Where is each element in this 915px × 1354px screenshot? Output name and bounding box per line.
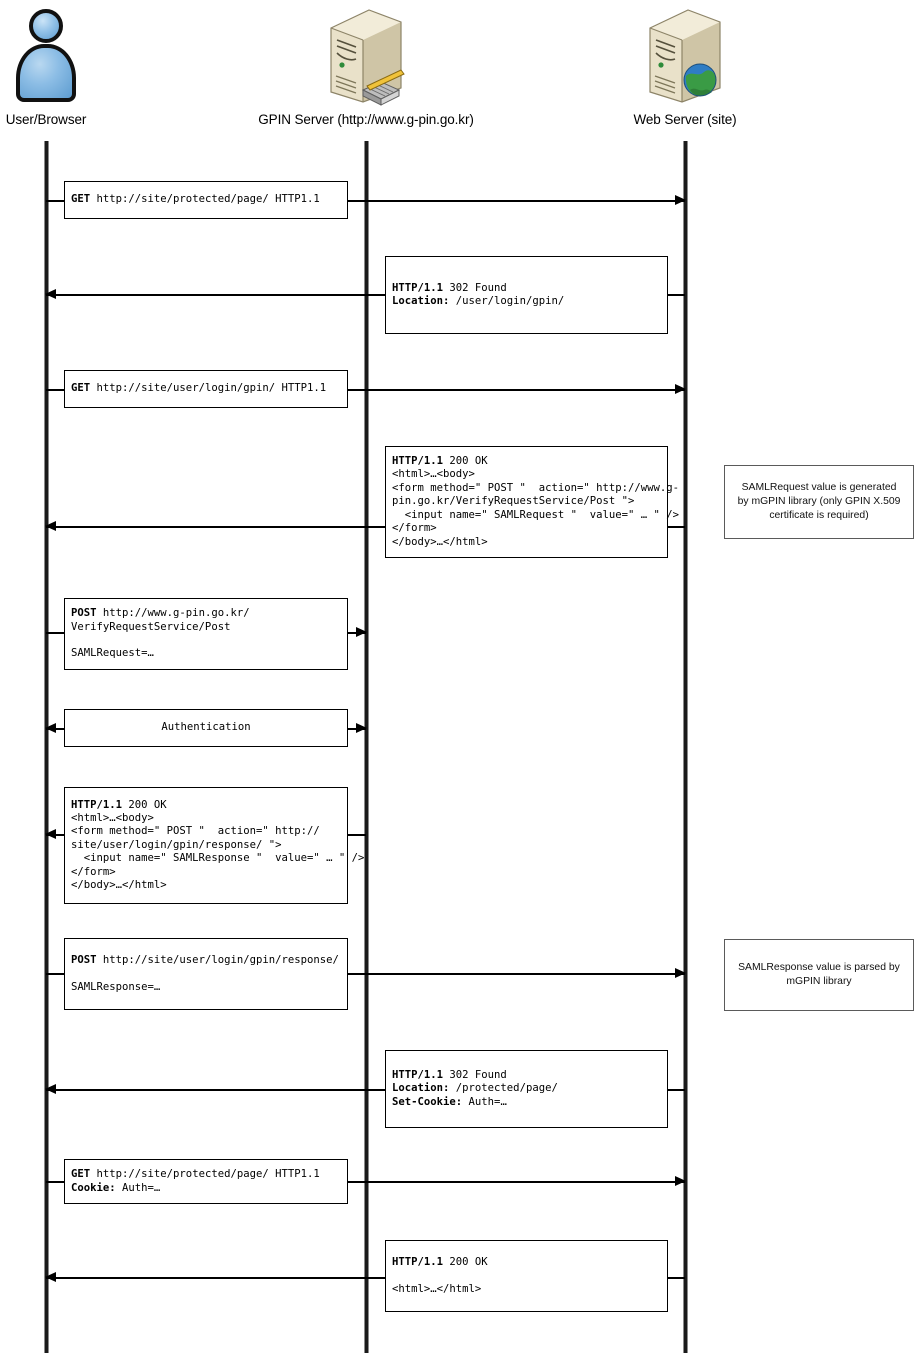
message-line [71,967,341,980]
lifeline-web-server [683,141,688,1353]
user-icon [12,6,80,106]
message-line: <form method=" POST " action=" http:// [71,825,320,838]
message-line: site/user/login/gpin/response/ "> [71,838,282,851]
message-line: HTTP/1.1 200 OK [71,798,167,811]
message-box[interactable]: HTTP/1.1 200 OK <html>…</html> [385,1240,668,1312]
message-line: </form> [392,522,437,535]
message-line-keyword: HTTP/1.1 [392,1068,444,1081]
message-line: HTTP/1.1 200 OK [392,455,488,468]
arrow-m10 [46,1176,686,1187]
message-line: </form> [71,865,116,878]
message-line: POST http://site/user/login/gpin/respons… [71,953,339,966]
message-box[interactable]: HTTP/1.1 200 OK<html>…<body><form method… [385,446,680,558]
message-line: Authentication [161,721,251,734]
note-box: SAMLRequest value is generated by mGPIN … [724,465,914,539]
message-line-keyword: Location: [392,295,450,307]
arrow-m4 [45,521,685,532]
actor-user-label: User/Browser [5,112,87,127]
message-box[interactable]: HTTP/1.1 200 OK<html>…<body><form method… [64,787,365,904]
message-line [392,1269,661,1282]
message-box[interactable]: POST http://www.g-pin.go.kr/VerifyReques… [64,598,348,670]
message-line: POST http://www.g-pin.go.kr/ [71,607,250,620]
message-line: GET http://site/protected/page/ HTTP1.1 [71,1168,320,1181]
message-box[interactable]: GET http://site/protected/page/ HTTP1.1 [64,181,348,219]
message-line: <input name=" SAMLResponse " value=" … "… [71,852,365,865]
message-line-keyword: HTTP/1.1 [392,1255,444,1268]
message-box[interactable]: Authentication [64,709,348,747]
message-line: <html>…</html> [392,1282,482,1295]
message-line-keyword: POST [71,953,97,966]
arrow-m2 [45,289,685,300]
arrow-m1 [46,195,686,206]
arrow-m9 [45,1084,685,1095]
arrow-m11 [45,1272,685,1283]
message-line: pin.go.kr/VerifyRequestService/Post "> [392,495,635,508]
message-line: Cookie: Auth=… [71,1181,161,1194]
message-line [71,634,341,647]
message-line: VerifyRequestService/Post [71,620,231,633]
message-line: GET http://site/user/login/gpin/ HTTP1.1 [71,382,327,395]
message-line-keyword: GET [71,1168,91,1181]
message-line-keyword: GET [71,193,91,206]
message-line: Set-Cookie: Auth=… [392,1095,507,1108]
message-line-keyword: HTTP/1.1 [71,798,123,811]
message-line: <form method=" POST " action=" http://ww… [392,481,680,494]
message-line-keyword: POST [71,607,97,620]
server-printer-icon [323,6,409,108]
message-line: </body>…</html> [392,535,488,548]
note-box: SAMLResponse value is parsed by mGPIN li… [724,939,914,1011]
arrow-m3 [46,384,686,395]
message-line: HTTP/1.1 302 Found [392,281,507,294]
actor-gpin-server-label: GPIN Server (http://www.g-pin.go.kr) [258,112,474,127]
message-line-keyword: Set-Cookie: [392,1095,463,1108]
lifeline-gpin-server [364,141,369,1353]
message-line: SAMLRequest=… [71,647,154,660]
message-box[interactable]: POST http://site/user/login/gpin/respons… [64,938,348,1010]
actor-web-server-label: Web Server (site) [633,112,737,127]
lifeline-user [44,141,49,1353]
message-line: SAMLResponse=… [71,980,161,993]
message-line: <html>…<body> [71,811,154,824]
message-line: HTTP/1.1 200 OK [392,1255,488,1268]
message-line: <input name=" SAMLRequest " value=" … " … [392,508,680,521]
note-text: SAMLRequest value is generated by mGPIN … [737,482,901,521]
message-line-keyword: Cookie: [71,1181,116,1194]
message-line: </body>…</html> [71,879,167,892]
message-line: <html>…<body> [392,468,475,481]
message-line: Location: /user/login/gpin/ [392,295,565,307]
message-line: Location: /protected/page/ [392,1082,558,1095]
message-line-keyword: Location: [392,1082,450,1095]
message-line-keyword: GET [71,382,91,395]
arrow-m8 [46,968,686,979]
server-globe-icon [642,6,728,108]
message-line: GET http://site/protected/page/ HTTP1.1 [71,193,320,206]
note-text: SAMLResponse value is parsed by mGPIN li… [738,962,900,987]
message-line-keyword: HTTP/1.1 [392,281,444,294]
message-line-keyword: HTTP/1.1 [392,455,444,468]
message-box[interactable]: GET http://site/user/login/gpin/ HTTP1.1 [64,370,348,408]
message-line: HTTP/1.1 302 Found [392,1068,507,1081]
